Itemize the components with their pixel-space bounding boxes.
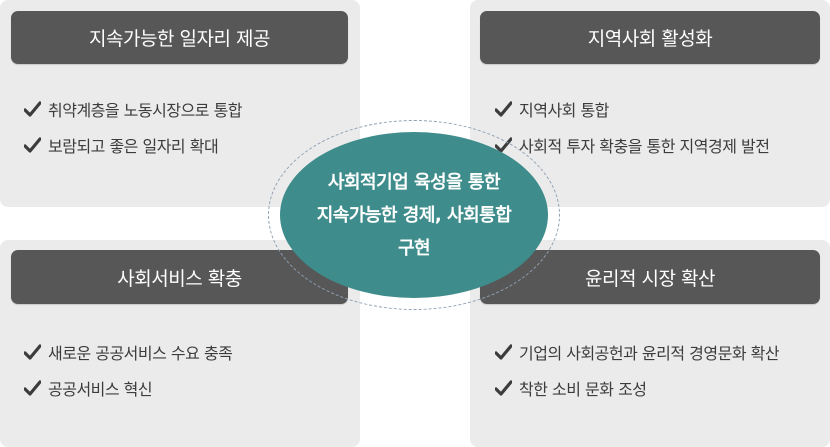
item-text: 사회적 투자 확충을 통한 지역경제 발전 <box>519 137 770 156</box>
checkmark-icon <box>24 344 41 360</box>
item-list: 지역사회 통합 사회적 투자 확충을 통한 지역경제 발전 <box>495 98 770 170</box>
checkmark-icon <box>24 101 41 117</box>
checkmark-icon <box>24 137 41 153</box>
item-list: 기업의 사회공헌과 윤리적 경영문화 확산 착한 소비 문화 조성 <box>495 341 780 413</box>
center-line: 구현 <box>397 237 431 259</box>
checkmark-icon <box>495 101 512 117</box>
item-text: 지역사회 통합 <box>519 101 609 120</box>
item-text: 착한 소비 문화 조성 <box>519 380 647 399</box>
list-item: 취약계층을 노동시장으로 통합 <box>24 98 243 120</box>
panel-sustainable-jobs: 지속가능한 일자리 제공 취약계층을 노동시장으로 통합 보람되고 좋은 일자리… <box>0 0 360 207</box>
list-item: 공공서비스 혁신 <box>24 377 232 399</box>
list-item: 사회적 투자 확충을 통한 지역경제 발전 <box>495 134 770 156</box>
panel-title: 지역사회 활성화 <box>480 11 820 64</box>
list-item: 지역사회 통합 <box>495 98 769 120</box>
center-dashed-ring <box>268 120 560 310</box>
list-item: 기업의 사회공헌과 윤리적 경영문화 확산 <box>495 341 780 363</box>
list-item: 착한 소비 문화 조성 <box>495 377 779 399</box>
center-line: 사회적기업 육성을 통한 <box>327 171 501 193</box>
item-list: 취약계층을 노동시장으로 통합 보람되고 좋은 일자리 확대 <box>24 98 243 170</box>
checkmark-icon <box>495 380 512 396</box>
checkmark-icon <box>495 344 512 360</box>
panel-title: 지속가능한 일자리 제공 <box>11 11 348 64</box>
panel-social-services: 사회서비스 확충 새로운 공공서비스 수요 충족 공공서비스 혁신 <box>0 240 360 447</box>
item-text: 공공서비스 혁신 <box>48 380 153 399</box>
list-item: 새로운 공공서비스 수요 충족 <box>24 341 233 363</box>
panel-ethical-market: 윤리적 시장 확산 기업의 사회공헌과 윤리적 경영문화 확산 착한 소비 문화… <box>470 240 830 447</box>
item-text: 새로운 공공서비스 수요 충족 <box>48 344 233 363</box>
item-list: 새로운 공공서비스 수요 충족 공공서비스 혁신 <box>24 341 233 413</box>
item-text: 보람되고 좋은 일자리 확대 <box>48 137 219 156</box>
checkmark-icon <box>24 380 41 396</box>
list-item: 보람되고 좋은 일자리 확대 <box>24 134 242 156</box>
item-text: 취약계층을 노동시장으로 통합 <box>48 101 243 120</box>
center-line: 지속가능한 경제, 사회통합 <box>316 204 512 226</box>
item-text: 기업의 사회공헌과 윤리적 경영문화 확산 <box>519 344 780 363</box>
center-goal: 사회적기업 육성을 통한 지속가능한 경제, 사회통합 구현 <box>280 132 548 298</box>
